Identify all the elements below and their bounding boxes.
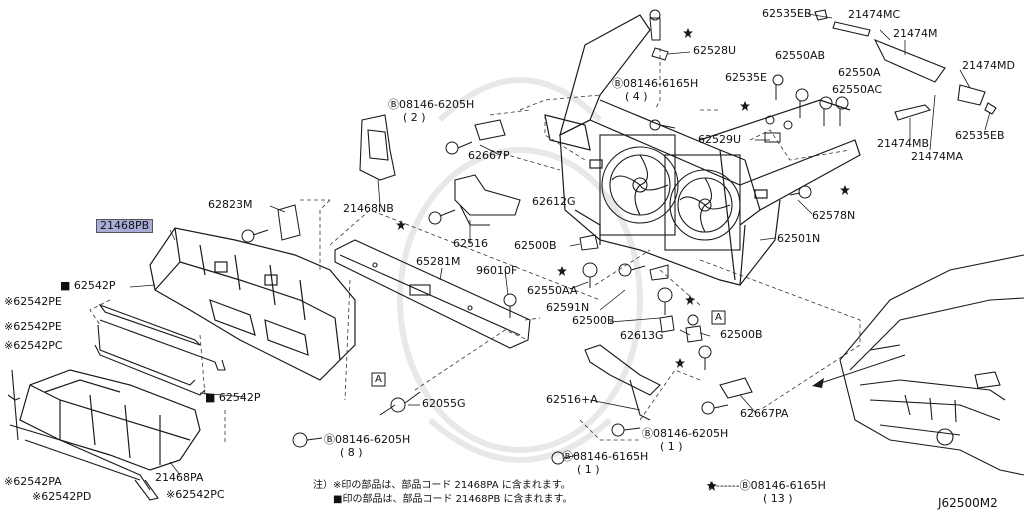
callout-a-label-1: A (375, 374, 382, 385)
watermark-emblem (397, 77, 643, 463)
lower-side-bracket (584, 344, 661, 421)
label-star-bolt-legend: ★------Ⓑ08146-6165H (706, 479, 826, 492)
label-62550AC: 62550AC (832, 83, 883, 96)
label-62667P: 62667P (468, 149, 510, 162)
label-62612G: 62612G (532, 195, 576, 208)
label-62667PA: 62667PA (740, 407, 789, 420)
callout-a-label-2: A (715, 312, 722, 323)
footnote-line-1: 注）※印の部品は、部品コード 21468PA に含まれます。 (313, 480, 571, 491)
label-62542PC-bottom: ※62542PC (166, 488, 225, 501)
label-62529U: 62529U (698, 133, 742, 146)
callout-a-box-2 (711, 310, 726, 325)
label-21474MD: 21474MD (962, 59, 1015, 72)
label-62550AA: 62550AA (527, 284, 578, 297)
leader-lines (129, 13, 991, 476)
label-qty-1-a: ( 1 ) (660, 440, 683, 453)
label-62528U: 62528U (693, 44, 737, 57)
label-62542P-top: ■ 62542P (60, 279, 116, 292)
direction-arrow (812, 354, 906, 388)
label-62516: 62516 (453, 237, 488, 250)
fasteners (241, 9, 849, 465)
footnote-line-2: ■印の部品は、部品コード 21468PB に含まれます。 (333, 494, 573, 505)
legend-star (707, 481, 717, 491)
label-62550A: 62550A (838, 66, 881, 79)
label-bolt-08146-6205H-left: Ⓑ08146-6205H (324, 433, 411, 446)
label-21474M: 21474M (893, 27, 938, 40)
label-21474MC: 21474MC (848, 8, 901, 21)
label-62591N: 62591N (546, 301, 590, 314)
bracket-62667PA (719, 377, 753, 399)
callout-a-box-1 (371, 372, 386, 387)
label-62500B-a: 62500B (514, 239, 557, 252)
label-62535EB-right: 62535EB (955, 129, 1005, 142)
label-qty-1-b: ( 1 ) (577, 463, 600, 476)
label-62823M: 62823M (208, 198, 253, 211)
label-62578N: 62578N (812, 209, 856, 222)
label-21474MB: 21474MB (877, 137, 930, 150)
top-right-trim-parts (814, 9, 997, 121)
label-65281M: 65281M (416, 255, 461, 268)
label-bolt-08146-6205H-top: Ⓑ08146-6205H (388, 98, 475, 111)
label-62613G: 62613G (620, 329, 664, 342)
label-62542PE-a: ※62542PE (4, 295, 62, 308)
label-62500B-b: 62500B (572, 314, 615, 327)
front-end-module-frame (149, 227, 356, 381)
cooling-fans (599, 134, 741, 251)
label-62542PA: ※62542PA (4, 475, 62, 488)
label-62516A: 62516+A (546, 393, 598, 406)
label-62550AB: 62550AB (775, 49, 826, 62)
label-qty-8: ( 8 ) (340, 446, 363, 459)
label-21468PB-highlighted: 21468PB (96, 219, 154, 233)
lower-grille-frame (19, 369, 201, 471)
diagram-code: J62500M2 (938, 496, 998, 510)
trim-strips (7, 303, 226, 501)
label-qty-13: ( 13 ) (763, 492, 793, 505)
vehicle-front-view (839, 254, 1024, 476)
dashed-guides (89, 48, 861, 445)
label-bolt-08146-6205H-bottom: Ⓑ08146-6205H (642, 427, 729, 440)
label-qty-4: ( 4 ) (625, 90, 648, 103)
label-21474MA: 21474MA (911, 150, 964, 163)
label-62500B-c: 62500B (720, 328, 763, 341)
label-62542PC-top: ※62542PC (4, 339, 63, 352)
label-62542PD: ※62542PD (32, 490, 92, 503)
label-62542P-mid: ■ 62542P (205, 391, 261, 404)
label-21468PA: 21468PA (155, 471, 204, 484)
label-96010F: 96010F (476, 264, 518, 277)
label-qty-2: ( 2 ) (403, 111, 426, 124)
label-62535EB-top: 62535EB (762, 7, 812, 20)
label-bolt-08146-6165H-bottom: Ⓑ08146-6165H (562, 450, 649, 463)
label-21468NB: 21468NB (343, 202, 394, 215)
label-62055G: 62055G (422, 397, 466, 410)
star-markers (396, 28, 850, 368)
label-62501N: 62501N (777, 232, 821, 245)
label-62542PE-b: ※62542PE (4, 320, 62, 333)
label-62535E: 62535E (725, 71, 767, 84)
label-bolt-08146-6165H-top: Ⓑ08146-6165H (612, 77, 699, 90)
